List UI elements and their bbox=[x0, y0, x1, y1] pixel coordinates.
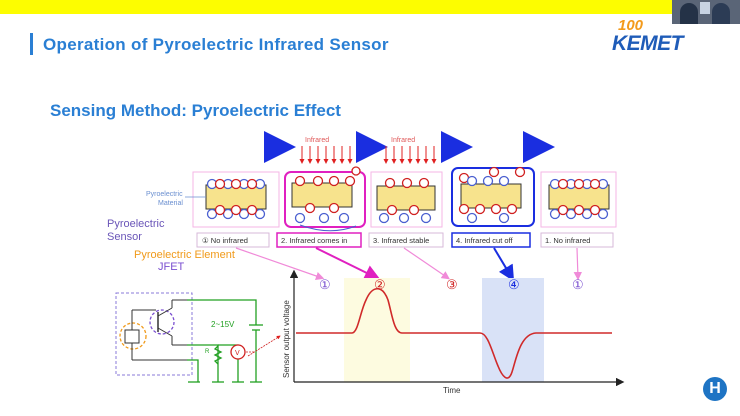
resistor-label: R bbox=[205, 349, 210, 355]
output-signal-line bbox=[296, 287, 612, 379]
presenter-screen bbox=[700, 2, 710, 14]
phase-mark-1: ① bbox=[319, 277, 331, 292]
material-label-line-2: Material bbox=[158, 200, 183, 207]
state-label-2: 2. Infrared comes in bbox=[281, 236, 347, 245]
title-accent-bar bbox=[30, 33, 33, 55]
voltage-label: 2~15V bbox=[211, 320, 235, 329]
sensor-label-line-1: Pyroelectric bbox=[107, 218, 165, 230]
phase-mark-2: ② bbox=[374, 277, 386, 292]
state-panel-3 bbox=[370, 171, 443, 228]
state-panel-5 bbox=[540, 171, 617, 228]
state-label-1: ① No infrared bbox=[202, 236, 248, 245]
y-axis-label: Sensor output voltage bbox=[282, 300, 291, 378]
external-circuit bbox=[187, 299, 263, 383]
phase-mark-5: ① bbox=[572, 277, 584, 292]
state-panel-2 bbox=[284, 166, 366, 232]
sensor-circuit bbox=[115, 292, 193, 376]
connector-arrows bbox=[235, 247, 582, 282]
voltmeter-icon bbox=[230, 344, 246, 360]
state-label-5: 1. No infrared bbox=[545, 236, 590, 245]
x-axis-label: Time bbox=[443, 386, 461, 395]
presenter-figure-2 bbox=[712, 3, 730, 24]
presenter-video-thumbnail[interactable] bbox=[672, 0, 740, 24]
state-panel-4 bbox=[451, 166, 535, 227]
infrared-label-1: Infrared bbox=[305, 137, 329, 144]
state-labels: ① No infrared 2. Infrared comes in 3. In… bbox=[196, 232, 614, 248]
material-label-line-1: Pyroelectric bbox=[146, 191, 183, 198]
state-label-3: 3. Infrared stable bbox=[373, 236, 429, 245]
infrared-label-2: Infrared bbox=[391, 137, 415, 144]
meter-to-chart-pointer bbox=[247, 335, 281, 357]
sensor-label-line-2: Sensor bbox=[107, 231, 142, 243]
state-label-4: 4. Infrared cut off bbox=[456, 236, 513, 245]
phase-mark-3: ③ bbox=[446, 277, 458, 292]
logo-kemet: KEMET bbox=[612, 32, 684, 55]
highlight-infrared-cut bbox=[482, 278, 544, 382]
slide-title: Operation of Pyroelectric Infrared Senso… bbox=[43, 35, 389, 54]
logo-anniversary-number: 100 bbox=[618, 17, 644, 34]
section-subtitle: Sensing Method: Pyroelectric Effect bbox=[50, 101, 341, 120]
meter-label: V bbox=[235, 350, 240, 357]
highlight-infrared-in bbox=[344, 278, 410, 382]
state-panel-1 bbox=[192, 171, 280, 228]
element-label: Pyroelectric Element bbox=[134, 249, 235, 261]
infrared-rays-2 bbox=[383, 146, 437, 164]
pyroelectric-diagram: Infrared Infrared bbox=[107, 131, 625, 395]
phase-mark-4: ④ bbox=[508, 277, 520, 292]
presenter-figure-1 bbox=[680, 3, 698, 24]
top-bar bbox=[0, 0, 740, 14]
floating-action-button[interactable]: H bbox=[703, 377, 727, 401]
infrared-rays-1 bbox=[299, 146, 353, 164]
output-chart: Sensor output voltage Time ① ② ③ ④ ① bbox=[282, 269, 625, 395]
jfet-label: JFET bbox=[158, 261, 185, 273]
